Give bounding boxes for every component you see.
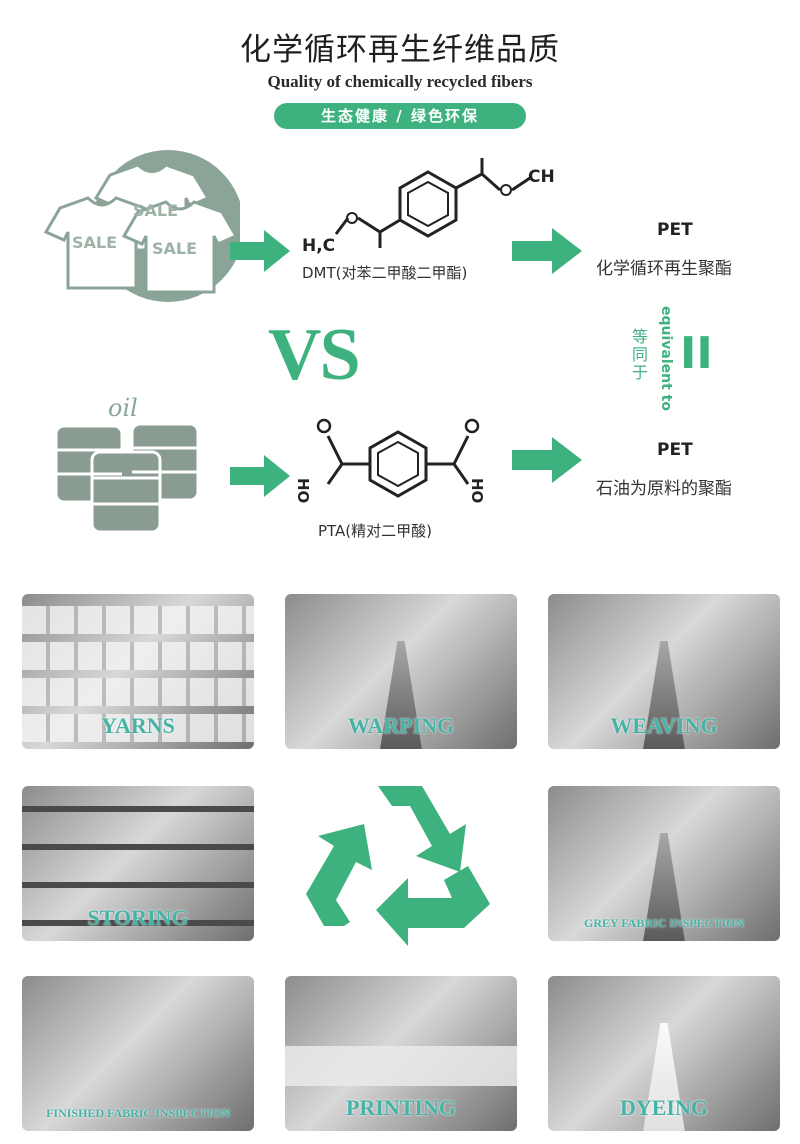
recycle-icon [306, 786, 490, 946]
shirt-label: SALE [72, 233, 117, 252]
arrow-right-icon [230, 230, 290, 272]
page-title: 化学循环再生纤维品质 [240, 32, 560, 68]
tile-caption: PRINTING [345, 1095, 456, 1120]
arrow-right-icon [230, 455, 290, 497]
pet-desc-recycled: 化学循环再生聚酯 [596, 259, 732, 279]
process-tile-printing: PRINTING [285, 976, 517, 1131]
process-tile-dyeing: DYEING [548, 976, 780, 1131]
process-tile-storing: STORING [22, 786, 254, 941]
shirt-label: SALE [133, 201, 178, 220]
oil-label: oil [108, 394, 138, 422]
equiv-cn: 等同于 [632, 327, 649, 382]
pta-structure [316, 418, 480, 498]
process-tile-yarns: YARNS [22, 594, 254, 749]
tile-caption: FINISHED FABRIC INSPECTION [46, 1106, 230, 1120]
recycled-shirts-icon: SALE SALE SALE [43, 150, 240, 302]
process-tile-weaving: WEAVING [548, 594, 780, 749]
arrow-right-icon [512, 228, 582, 274]
eco-badge: 生态健康 / 绿色环保 [274, 103, 526, 129]
oil-barrels-icon [54, 422, 200, 534]
tile-caption: WARPING [347, 713, 455, 738]
equiv-en: equivalent to [658, 306, 674, 411]
pet-desc-petroleum: 石油为原料的聚酯 [596, 479, 732, 499]
vs-label: VS [268, 314, 361, 396]
pta-label: PTA(精对二甲酸) [318, 522, 433, 540]
dmt-structure [334, 158, 531, 248]
tile-caption: GREY FABRIC INSPECTION [583, 916, 745, 930]
dmt-label: DMT(对苯二甲酸二甲酯) [302, 264, 468, 282]
tile-caption: DYEING [619, 1095, 708, 1120]
shirt-label: SALE [152, 239, 197, 258]
process-tile-warping: WARPING [285, 594, 517, 749]
tile-caption: YARNS [101, 713, 175, 738]
formula-ho-right: HO [468, 478, 486, 504]
tile-caption: WEAVING [610, 713, 718, 738]
arrow-right-icon [512, 437, 582, 483]
equals-sign: II [680, 328, 713, 379]
formula-ch: CH [528, 167, 555, 187]
process-tile-grey-fabric-inspection: GREY FABRIC INSPECTION [548, 786, 780, 941]
tile-caption: STORING [87, 905, 189, 930]
pet-title-petroleum: PET [657, 440, 693, 460]
pet-title-recycled: PET [657, 220, 693, 240]
formula-h3c: H,C [302, 236, 336, 256]
page-subtitle: Quality of chemically recycled fibers [267, 72, 533, 91]
process-tile-finished-fabric-inspection: FINISHED FABRIC INSPECTION [22, 976, 254, 1131]
formula-ho-left: HO [294, 478, 312, 504]
